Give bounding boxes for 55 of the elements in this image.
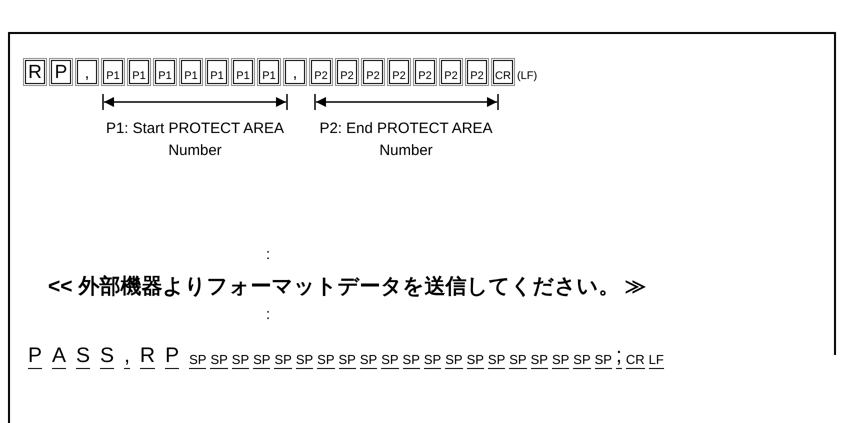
character-cell: P2 bbox=[441, 60, 461, 84]
response-character: S bbox=[100, 345, 114, 369]
character-cell: P1 bbox=[259, 60, 279, 84]
instruction-text: << 外部機器よりフォーマットデータを送信してください。 ≫ bbox=[48, 274, 646, 300]
response-character: S bbox=[76, 345, 90, 369]
character-cell: P1 bbox=[233, 60, 253, 84]
character-cell: P1 bbox=[181, 60, 201, 84]
response-character: A bbox=[52, 345, 66, 369]
response-code: SP bbox=[210, 353, 228, 369]
parameter-description: P2: End PROTECT AREA Number bbox=[318, 119, 494, 161]
response-character: , bbox=[124, 345, 130, 369]
character-cell: P2 bbox=[415, 60, 435, 84]
response-character: R bbox=[140, 345, 156, 369]
response-code: CR bbox=[626, 353, 645, 369]
response-character: P bbox=[165, 345, 180, 369]
line-end-text: (LF) bbox=[517, 70, 538, 82]
response-character: P bbox=[28, 345, 42, 369]
response-code: SP bbox=[488, 353, 506, 369]
response-code: SP bbox=[317, 353, 334, 369]
character-cell: R bbox=[25, 60, 45, 84]
character-cell: P2 bbox=[389, 60, 409, 84]
response-code: SP bbox=[274, 353, 292, 369]
response-code: SP bbox=[232, 353, 250, 369]
character-cell: P1 bbox=[103, 60, 123, 84]
response-code: SP bbox=[381, 353, 399, 369]
response-code: SP bbox=[530, 353, 548, 369]
response-code: SP bbox=[424, 353, 442, 369]
parameter-description: P1: Start PROTECT AREA Number bbox=[105, 119, 285, 161]
response-code: SP bbox=[552, 353, 570, 369]
response-code: SP bbox=[253, 353, 270, 369]
response-code: SP bbox=[509, 353, 527, 369]
response-code: SP bbox=[445, 353, 463, 369]
character-cell: P2 bbox=[311, 60, 331, 84]
response-code: SP bbox=[360, 353, 378, 369]
response-code: SP bbox=[402, 353, 420, 369]
ellipsis-mark: : bbox=[266, 306, 270, 323]
character-cell: , bbox=[285, 60, 305, 84]
character-cell: P1 bbox=[155, 60, 175, 84]
character-cell: P1 bbox=[129, 60, 149, 84]
character-cell: P2 bbox=[467, 60, 487, 84]
character-cell: CR bbox=[493, 60, 513, 84]
response-code: SP bbox=[338, 353, 356, 369]
character-cell: , bbox=[77, 60, 97, 84]
response-code: LF bbox=[648, 353, 664, 369]
character-cell: P2 bbox=[337, 60, 357, 84]
character-cell: P2 bbox=[363, 60, 383, 84]
response-code: SP bbox=[466, 353, 484, 369]
response-code: SP bbox=[594, 353, 612, 369]
response-code: SP bbox=[296, 353, 314, 369]
response-code: SP bbox=[573, 353, 591, 369]
character-cell: P bbox=[51, 60, 71, 84]
response-code: SP bbox=[189, 353, 206, 369]
ellipsis-mark: : bbox=[266, 246, 270, 263]
character-cell: P1 bbox=[207, 60, 227, 84]
response-character: ; bbox=[616, 345, 622, 369]
